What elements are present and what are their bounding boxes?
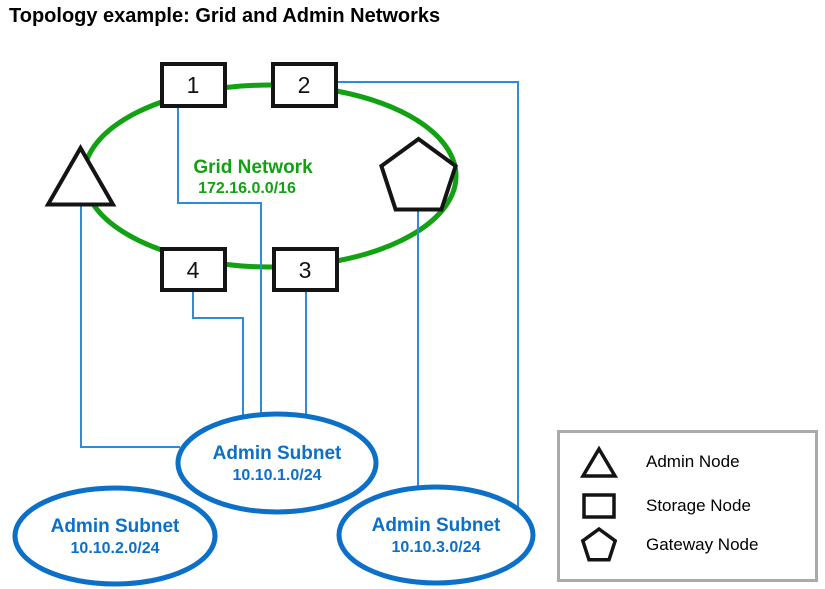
triangle-icon (578, 445, 620, 479)
admin-subnet-2-ellipse (12, 485, 218, 587)
legend-label-storage-node: Storage Node (646, 496, 751, 515)
storage-node-4: 4 (160, 247, 227, 292)
gateway-node-shape (379, 136, 458, 212)
admin-subnet-1: Admin Subnet 10.10.1.0/24 (175, 411, 379, 515)
admin-subnet-3-ellipse (336, 484, 536, 586)
legend-row-admin-node: Admin Node (578, 443, 740, 481)
storage-node-2: 2 (271, 62, 338, 108)
admin-node-shape (44, 143, 117, 207)
storage-node-1: 1 (160, 62, 227, 108)
page-title: Topology example: Grid and Admin Network… (9, 5, 441, 27)
admin-subnet-1-label: Admin Subnet (213, 443, 342, 464)
admin-subnet-2-cidr: 10.10.2.0/24 (71, 540, 160, 557)
connector-node4-subnet1 (192, 291, 244, 417)
pentagon-icon (578, 526, 620, 564)
storage-node-3: 3 (272, 247, 339, 292)
storage-node-2-label: 2 (298, 72, 311, 98)
legend-row-gateway-node: Gateway Node (578, 526, 758, 564)
storage-node-1-box (160, 62, 227, 108)
admin-subnet-3-cidr: 10.10.3.0/24 (392, 539, 481, 556)
admin-subnet-2: Admin Subnet 10.10.2.0/24 (12, 485, 218, 587)
storage-node-3-label: 3 (299, 257, 312, 283)
admin-subnet-2-label: Admin Subnet (51, 516, 180, 537)
legend-label-gateway-node: Gateway Node (646, 535, 759, 554)
storage-node-4-box (160, 247, 227, 292)
connector-node1-subnet1 (177, 107, 262, 415)
admin-subnet-1-ellipse (175, 411, 379, 515)
storage-node-4-label: 4 (187, 257, 200, 283)
grid-network-cidr: 172.16.0.0/16 (198, 180, 296, 197)
storage-node-1-label: 1 (187, 72, 200, 98)
storage-node-3-box (272, 247, 339, 292)
connector-node2-subnet3 (337, 81, 519, 509)
rectangle-icon (578, 492, 620, 520)
admin-subnet-1-cidr: 10.10.1.0/24 (233, 467, 322, 484)
legend-row-storage-node: Storage Node (578, 487, 751, 525)
legend: Admin Node Storage Node Gateway Node (557, 430, 818, 582)
grid-network-label: Grid Network (193, 157, 313, 178)
legend-label-admin-node: Admin Node (646, 452, 740, 471)
storage-node-2-box (271, 62, 338, 108)
admin-subnet-3-label: Admin Subnet (372, 515, 501, 536)
connector-admin-subnet1 (80, 205, 180, 448)
admin-subnet-3: Admin Subnet 10.10.3.0/24 (336, 484, 536, 586)
